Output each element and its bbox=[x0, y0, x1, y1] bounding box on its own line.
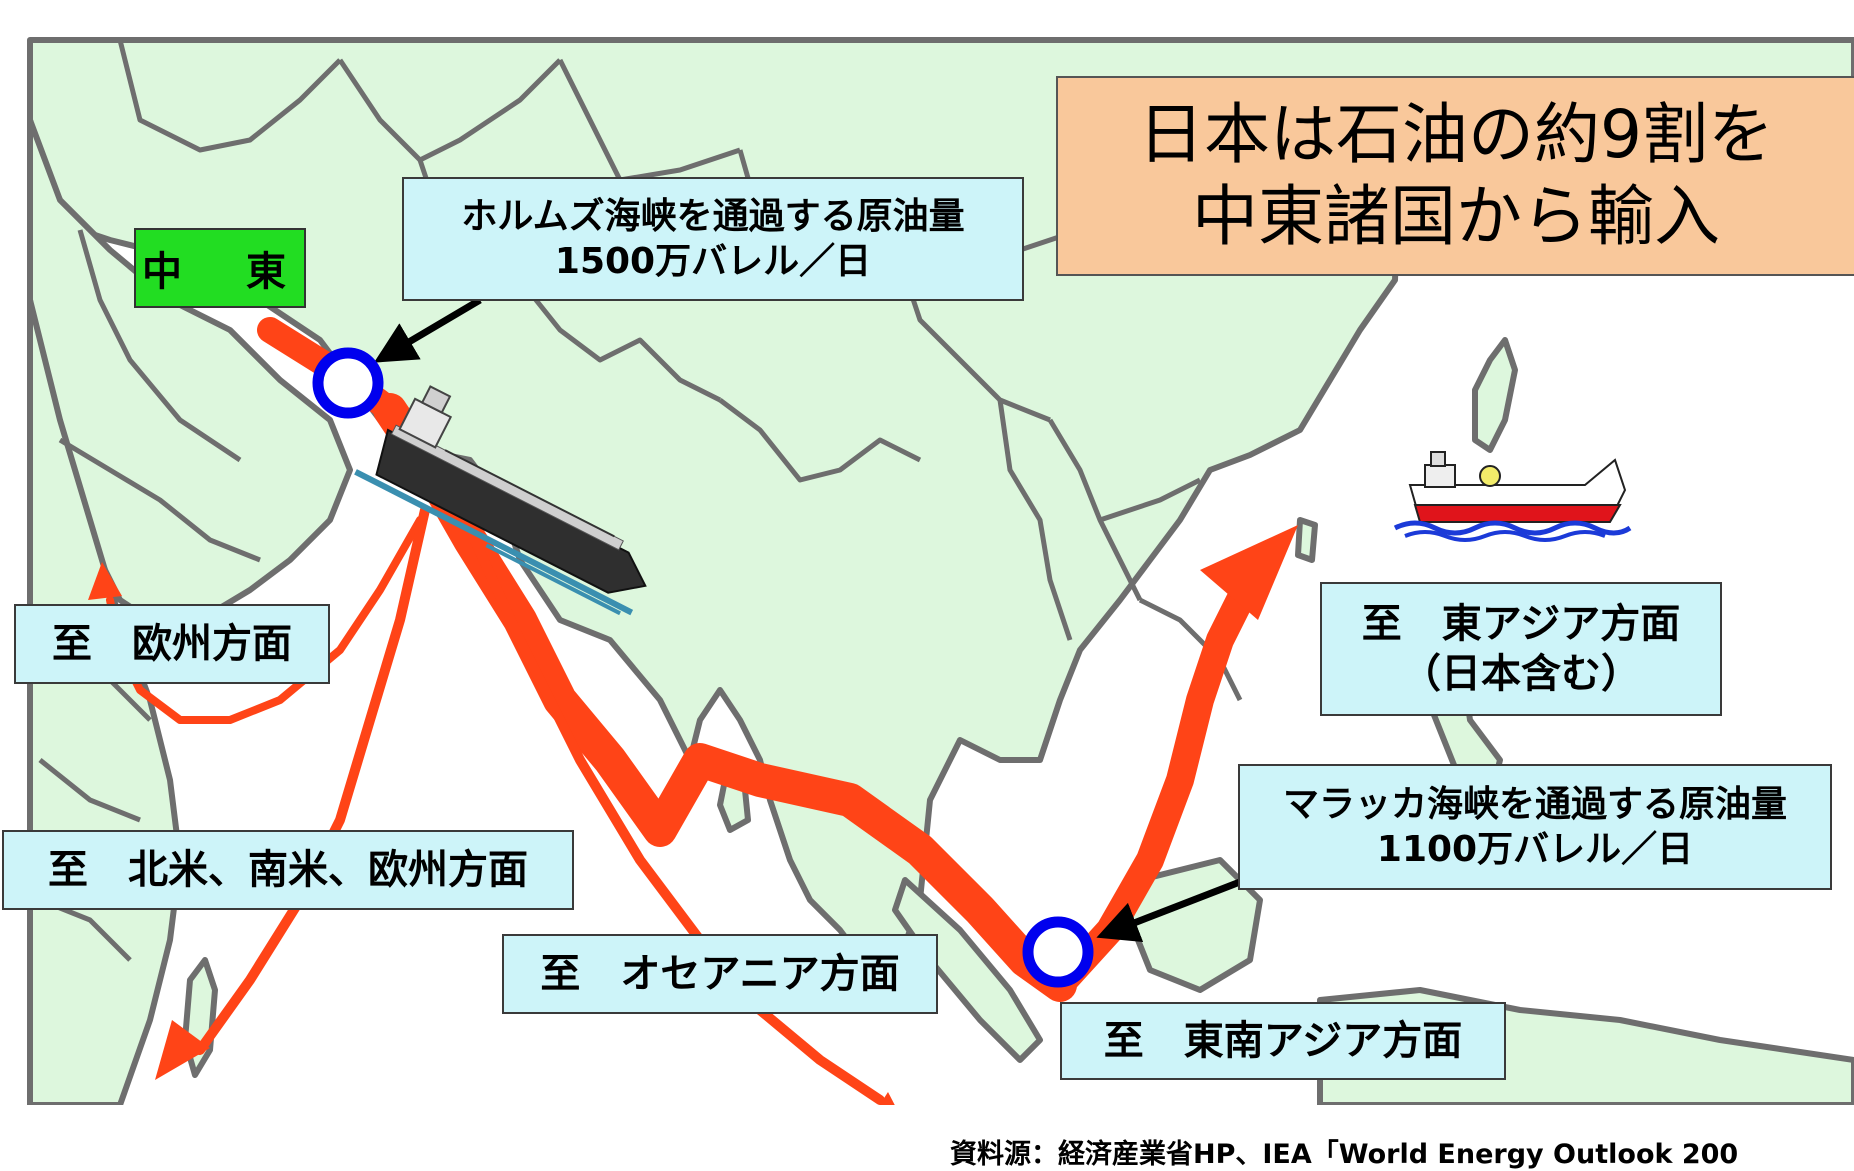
arrowhead-europe bbox=[88, 562, 122, 600]
hormuz-label-line-1: ホルムズ海峡を通過する原油量 bbox=[461, 196, 965, 237]
hormuz-label-line-2: 1500万バレル／日 bbox=[554, 241, 872, 282]
middle-east-label: 中 東 bbox=[134, 228, 306, 308]
hormuz-label: ホルムズ海峡を通過する原油量 1500万バレル／日 bbox=[402, 177, 1024, 301]
arrowhead-americas bbox=[155, 1020, 210, 1080]
headline-line-2: 中東諸国から輸入 bbox=[1192, 178, 1720, 255]
malacca-pointer-arrow bbox=[1096, 876, 1247, 942]
route-to-americas bbox=[195, 505, 430, 1055]
hormuz-marker bbox=[312, 347, 384, 419]
hormuz-pointer-arrow bbox=[373, 296, 482, 363]
cargo-ship-icon bbox=[1393, 451, 1632, 542]
source-note: 資料源：経済産業省HP、IEA「World Energy Outlook 200 bbox=[950, 1139, 1739, 1170]
strait-marker-icon bbox=[312, 347, 1094, 988]
destination-east-asia-line-1: 至 東アジア方面 bbox=[1361, 601, 1681, 647]
japan-land bbox=[1472, 337, 1518, 453]
destination-southeast-asia-label: 至 東南アジア方面 bbox=[1060, 1002, 1506, 1080]
pointer-arrow-icon bbox=[373, 296, 1247, 942]
malacca-label-line-2: 1100万バレル／日 bbox=[1376, 829, 1694, 870]
headline-line-1: 日本は石油の約9割を bbox=[1138, 95, 1774, 173]
malacca-label-line-1: マラッカ海峡を通過する原油量 bbox=[1282, 784, 1787, 825]
oil-tanker-icon bbox=[354, 385, 647, 616]
malacca-label: マラッカ海峡を通過する原油量 1100万バレル／日 bbox=[1238, 764, 1832, 890]
footer-strip bbox=[0, 1105, 1854, 1159]
taiwan-land bbox=[1295, 517, 1318, 563]
arrowhead-east-asia bbox=[1200, 525, 1298, 620]
destination-east-asia-label: 至 東アジア方面 （日本含む） bbox=[1320, 582, 1722, 716]
destination-americas-label: 至 北米、南米、欧州方面 bbox=[2, 830, 574, 910]
sumatra-land bbox=[892, 877, 1043, 1063]
destination-east-asia-line-2: （日本含む） bbox=[1401, 651, 1641, 697]
route-to-oceania bbox=[465, 525, 885, 1105]
destination-europe-label: 至 欧州方面 bbox=[14, 604, 330, 684]
malacca-marker bbox=[1022, 916, 1094, 988]
headline-box: 日本は石油の約9割を 中東諸国から輸入 bbox=[1056, 76, 1854, 276]
destination-oceania-label: 至 オセアニア方面 bbox=[502, 934, 938, 1014]
